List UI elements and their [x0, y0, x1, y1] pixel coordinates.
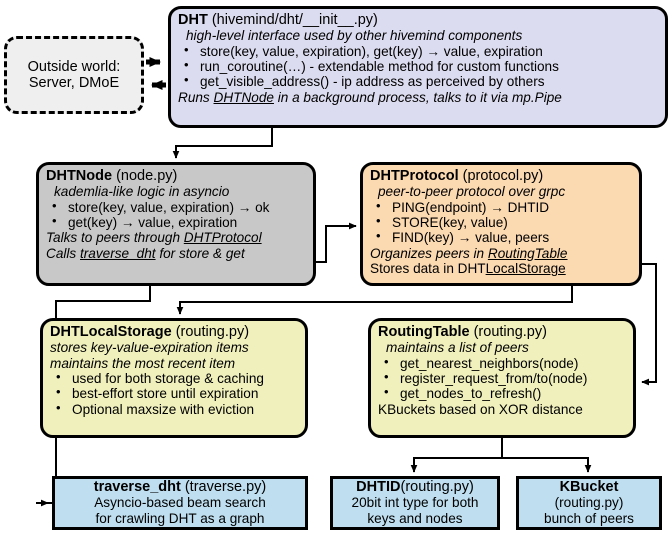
kbucket-title: KBucket: [559, 479, 619, 495]
routingtable-bullet-list: get_nearest_neighbors(node) register_req…: [378, 355, 626, 402]
dht-footer-pre: Runs: [178, 89, 214, 105]
routingtable-subtitle: maintains a list of peers: [386, 340, 529, 356]
dhtlocalstorage-bullet: used for both storage & caching: [50, 370, 298, 386]
traverse-line-3: for crawling DHT as a graph: [95, 510, 265, 526]
dht-footer: Runs DHTNode in a background process, ta…: [178, 90, 658, 105]
dhtprotocol-title: DHTProtocol: [370, 168, 459, 184]
dhtprotocol-header: DHTProtocol (protocol.py): [370, 168, 632, 184]
wire-dhtprotocol-to-routingtable: [639, 259, 657, 386]
routingtable-bullet: register_request_from/to(node): [378, 370, 626, 386]
dhtnode-subtitle: kademlia-like logic in asyncio: [54, 184, 230, 200]
dhtnode-module: (node.py): [116, 168, 178, 184]
dhtnode-link-traverse-dht[interactable]: traverse_dht: [80, 245, 156, 261]
dhtprotocol-link-routingtable[interactable]: RoutingTable: [487, 245, 568, 261]
dhtnode-bullet: store(key, value, expiration) → ok: [46, 199, 306, 215]
kbucket-line-2: bunch of peers: [544, 510, 634, 526]
dhtprotocol-footer2-pre: Stores data in DHT: [370, 261, 486, 277]
traverse-line-2: Asyncio-based beam search: [94, 495, 266, 511]
dhtid-line-3: keys and nodes: [367, 510, 463, 526]
outside-world-line2: Server, DMoE: [28, 75, 120, 91]
dht-header: DHT (hivemind/dht/__init__.py): [178, 12, 658, 28]
outside-world-text: Outside world: Server, DMoE: [28, 59, 121, 92]
dhtlocalstorage-bullet: Optional maxsize with eviction: [50, 401, 298, 417]
routingtable-bullet: get_nearest_neighbors(node): [378, 355, 626, 371]
dhtid-title: DHTID: [356, 479, 401, 495]
node-outside-world[interactable]: Outside world: Server, DMoE: [4, 36, 144, 114]
wire-routingtable-to-leaves: [410, 438, 592, 473]
dhtprotocol-bullet: FIND(key) → value, peers: [370, 229, 632, 245]
dhtprotocol-module: (protocol.py): [462, 168, 544, 184]
dhtnode-footer2-post: for store & get: [155, 245, 245, 261]
dhtprotocol-footer-2: Stores data in DHTLocalStorage: [370, 261, 632, 276]
dht-bullet-list: store(key, value, expiration), get(key) …: [178, 43, 658, 90]
node-dhtnode[interactable]: DHTNode (node.py) kademlia-like logic in…: [36, 162, 316, 286]
dhtlocalstorage-title: DHTLocalStorage: [50, 324, 172, 340]
dhtid-module: (routing.py): [400, 479, 474, 495]
routingtable-module: (routing.py): [473, 324, 547, 340]
dhtid-line-2: 20bit int type for both: [351, 495, 479, 511]
dhtnode-footer-2: Calls traverse_dht for store & get: [46, 246, 306, 261]
dht-subtitle: high-level interface used by other hivem…: [186, 28, 523, 44]
dhtnode-link-dhtprotocol[interactable]: DHTProtocol: [183, 230, 262, 246]
wire-dht-to-dhtnode: [172, 128, 273, 159]
node-kbucket[interactable]: KBucket (routing.py) bunch of peers: [516, 476, 662, 530]
dhtlocalstorage-bullet: best-effort store until expiration: [50, 385, 298, 401]
dhtnode-bullet-list: store(key, value, expiration) → ok get(k…: [46, 199, 306, 231]
dht-bullet: get_visible_address() - ip address as pe…: [178, 73, 658, 89]
traverse-header: traverse_dht (traverse.py): [55, 479, 305, 495]
node-dhtid[interactable]: DHTID(routing.py) 20bit int type for bot…: [330, 476, 500, 530]
node-dht[interactable]: DHT (hivemind/dht/__init__.py) high-leve…: [168, 6, 668, 128]
dhtnode-title: DHTNode: [46, 168, 113, 184]
dht-bullet: store(key, value, expiration), get(key) …: [178, 43, 658, 59]
traverse-title: traverse_dht: [93, 479, 181, 495]
dhtlocalstorage-bullet-list: used for both storage & caching best-eff…: [50, 370, 298, 417]
dhtid-header: DHTID(routing.py): [333, 479, 497, 495]
dhtprotocol-bullet: PING(endpoint) → DHTID: [370, 199, 632, 215]
kbucket-module: (routing.py): [554, 495, 624, 511]
routingtable-title: RoutingTable: [378, 324, 470, 340]
outside-world-line1: Outside world:: [27, 58, 121, 75]
dhtprotocol-footer-1: Organizes peers in RoutingTable: [370, 246, 632, 261]
dhtprotocol-bullet-list: PING(endpoint) → DHTID STORE(key, value)…: [370, 199, 632, 246]
dht-footer-link-dhtnode[interactable]: DHTNode: [213, 89, 274, 105]
dht-footer-post: in a background process, talks to it via…: [273, 89, 562, 105]
routingtable-header: RoutingTable (routing.py): [378, 324, 626, 340]
dhtlocalstorage-subtitle-1: stores key-value-expiration items: [50, 340, 249, 356]
dht-module: (hivemind/dht/__init__.py): [211, 12, 378, 28]
wire-dhtprotocol-to-localstorage: [176, 286, 573, 315]
node-dhtlocalstorage[interactable]: DHTLocalStorage (routing.py) stores key-…: [40, 318, 308, 438]
wire-dhtnode-to-dhtprotocol: [313, 222, 357, 267]
routingtable-footer: KBuckets based on XOR distance: [378, 401, 583, 417]
node-routingtable[interactable]: RoutingTable (routing.py) maintains a li…: [368, 318, 636, 438]
dhtprotocol-subtitle: peer-to-peer protocol over grpc: [378, 184, 566, 200]
dhtprotocol-bullet: STORE(key, value): [370, 214, 632, 230]
dhtnode-footer1-pre: Talks to peers through: [46, 230, 184, 246]
wire-outside-to-dht: [146, 57, 166, 90]
dhtnode-header: DHTNode (node.py): [46, 168, 306, 184]
dhtprotocol-link-localstorage[interactable]: LocalStorage: [485, 261, 566, 277]
dhtprotocol-footer1-pre: Organizes peers in: [370, 245, 488, 261]
routingtable-bullet: get_nodes_to_refresh(): [378, 385, 626, 401]
dhtlocalstorage-header: DHTLocalStorage (routing.py): [50, 324, 298, 340]
traverse-module: (traverse.py): [184, 479, 267, 495]
dhtlocalstorage-subtitle-2: maintains the most recent item: [50, 355, 236, 371]
dhtlocalstorage-module: (routing.py): [175, 324, 250, 340]
dht-title: DHT: [178, 12, 208, 28]
dhtnode-footer2-pre: Calls: [46, 245, 80, 261]
dht-bullet: run_coroutine(…) - extendable method for…: [178, 58, 658, 74]
node-traverse-dht[interactable]: traverse_dht (traverse.py) Asyncio-based…: [52, 476, 308, 530]
dhtnode-bullet: get(key) → value, expiration: [46, 214, 306, 230]
node-dhtprotocol[interactable]: DHTProtocol (protocol.py) peer-to-peer p…: [360, 162, 642, 286]
dhtnode-footer-1: Talks to peers through DHTProtocol: [46, 230, 306, 245]
